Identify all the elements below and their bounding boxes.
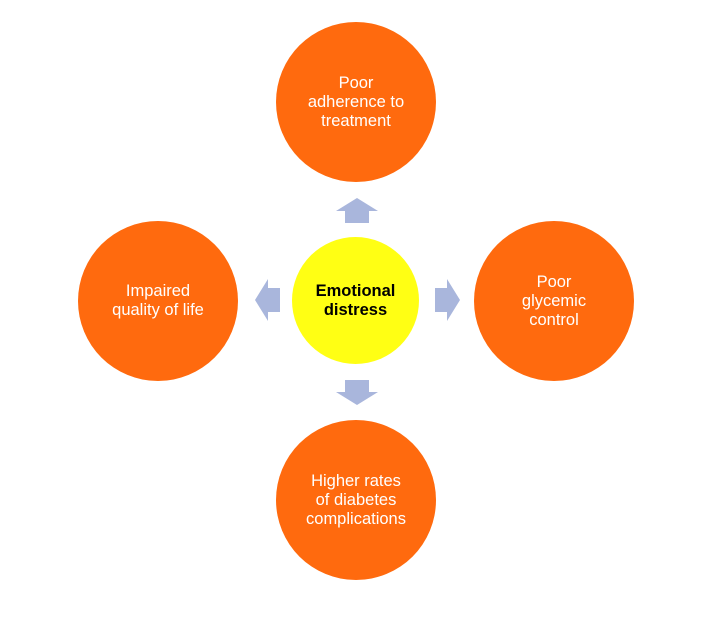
arrow-right bbox=[435, 279, 460, 321]
node-impaired-quality-of-life: Impaired quality of life bbox=[78, 221, 238, 381]
node-impaired-quality-of-life-label: Impaired quality of life bbox=[112, 282, 204, 319]
arrow-left bbox=[255, 279, 280, 321]
node-emotional-distress-label: Emotional distress bbox=[315, 281, 396, 319]
node-poor-adherence-label: Poor adherence to treatment bbox=[307, 73, 405, 130]
node-diabetes-complications-label: Higher rates of diabetes complications bbox=[306, 471, 406, 528]
node-diabetes-complications: Higher rates of diabetes complications bbox=[276, 420, 436, 580]
arrow-down bbox=[336, 380, 378, 405]
arrow-up bbox=[336, 198, 378, 223]
node-emotional-distress: Emotional distress bbox=[292, 237, 419, 364]
node-poor-adherence: Poor adherence to treatment bbox=[276, 22, 436, 182]
node-poor-glycemic-control-label: Poor glycemic control bbox=[521, 272, 587, 329]
node-poor-glycemic-control: Poor glycemic control bbox=[474, 221, 634, 381]
